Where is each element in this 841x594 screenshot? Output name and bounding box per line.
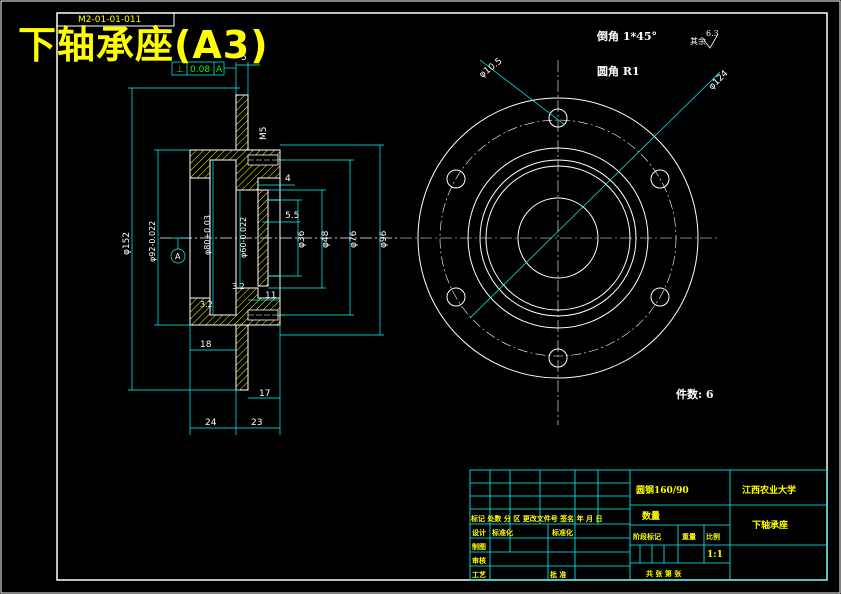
page-title: 下轴承座(A3) — [18, 23, 269, 67]
outer-circle — [417, 97, 699, 379]
dim-phi96: φ96 — [379, 230, 389, 248]
tb-standardize-b: 标准化 — [551, 528, 573, 537]
tb-design: 设计 — [472, 528, 486, 537]
circle-96 — [467, 147, 649, 329]
dim-phi152: φ152 — [122, 232, 132, 255]
drawing-code: M2-01-01-011 — [78, 15, 142, 25]
bolt-hole-1 — [548, 108, 568, 128]
tb-scale: 1:1 — [707, 550, 723, 560]
dim-phi124: φ124 — [707, 69, 731, 93]
bolt-hole-2 — [650, 169, 670, 189]
dim-11: 11 — [265, 291, 276, 301]
code-box — [56, 12, 175, 27]
flange-bottom — [235, 324, 249, 391]
dim-phi60: φ60-0.022 — [239, 217, 248, 258]
note-roughness-value: 6.3 — [706, 29, 719, 38]
tolerance-texts: ⊥ 0.08 A — [176, 65, 223, 75]
section-view — [160, 94, 400, 391]
tb-scale-label: 比例 — [706, 532, 720, 541]
dim-17: 17 — [259, 389, 270, 399]
tb-craft: 工艺 — [472, 570, 486, 579]
title-block-texts: 圆钢160/90 江西农业大学 下轴承座 数量 标记 处数 分 区 更改文件号 … — [470, 484, 796, 579]
leader-phi10-5 — [479, 59, 566, 126]
tb-approve: 批 准 — [550, 570, 566, 579]
dim-m5: M5 — [259, 127, 269, 141]
title-block-frame — [469, 469, 828, 581]
roughness-b: 3.2 — [232, 282, 245, 291]
bolt-hole-3 — [650, 287, 670, 307]
circle-80 — [479, 159, 637, 317]
title-block — [469, 469, 828, 581]
bolt-circle — [439, 119, 677, 357]
dim-18: 18 — [200, 340, 212, 350]
bolt-hole-5 — [446, 287, 466, 307]
tb-review: 审核 — [472, 556, 486, 565]
tol-symbol: ⊥ — [176, 65, 184, 75]
tb-material: 圆钢160/90 — [636, 484, 689, 496]
tb-standardize-a: 标准化 — [491, 528, 513, 537]
section-dim-texts: 5 4 5.5 11 18 17 24 23 3.2 3.2 M5 φ152 φ… — [122, 53, 389, 428]
bolt-hole-4 — [548, 348, 568, 368]
tb-sheets: 共 张 第 张 — [646, 569, 682, 578]
tb-rev-header: 标记 处数 分 区 更改文件号 签名 年 月 日 — [470, 514, 603, 523]
dim-5: 5 — [241, 53, 247, 63]
dim-24: 24 — [205, 418, 217, 428]
tol-datum: A — [216, 65, 223, 75]
dim-phi10-5: φ10.5 — [478, 56, 505, 80]
dim-phi76: φ76 — [349, 230, 359, 248]
tb-qty: 数量 — [642, 510, 660, 522]
tb-school: 江西农业大学 — [742, 484, 796, 496]
dim-phi80: φ80+0.03 — [203, 215, 212, 255]
tb-stage-mark: 阶段标记 — [633, 532, 661, 541]
dim-phi48: φ48 — [321, 230, 331, 248]
section-dimensions — [128, 61, 384, 435]
roughness-a: 3.2 — [200, 300, 213, 309]
roughness-symbol — [703, 33, 719, 49]
circle-48 — [517, 197, 599, 279]
front-dimensions — [469, 59, 721, 319]
note-chamfer: 倒角 1*45° — [596, 29, 657, 43]
note-roughness-label: 其余 — [690, 36, 706, 46]
bolt-hole-6 — [446, 169, 466, 189]
inner-ring — [257, 189, 269, 287]
inner-border — [56, 12, 828, 581]
dimline-phi124 — [469, 71, 721, 319]
tb-part-name: 下轴承座 — [752, 519, 788, 531]
dim-phi92: φ92-0.022 — [148, 221, 157, 262]
dim-4: 4 — [285, 174, 291, 184]
tb-weight: 重量 — [682, 532, 696, 541]
tol-value: 0.08 — [190, 65, 210, 75]
note-count: 件数: 6 — [676, 387, 714, 401]
notes: 倒角 1*45° 圆角 R1 件数: 6 其余 6.3 — [596, 29, 719, 401]
circle-76 — [485, 165, 631, 311]
note-fillet: 圆角 R1 — [597, 64, 640, 78]
datum-letter: A — [175, 252, 181, 261]
dim-phi36: φ36 — [297, 230, 307, 248]
dim-5-5: 5.5 — [285, 211, 299, 221]
tolerance-frame — [171, 61, 225, 76]
flange-top — [235, 94, 249, 151]
front-view — [400, 60, 720, 425]
dim-23: 23 — [251, 418, 262, 428]
tb-drawing: 制图 — [472, 542, 486, 551]
